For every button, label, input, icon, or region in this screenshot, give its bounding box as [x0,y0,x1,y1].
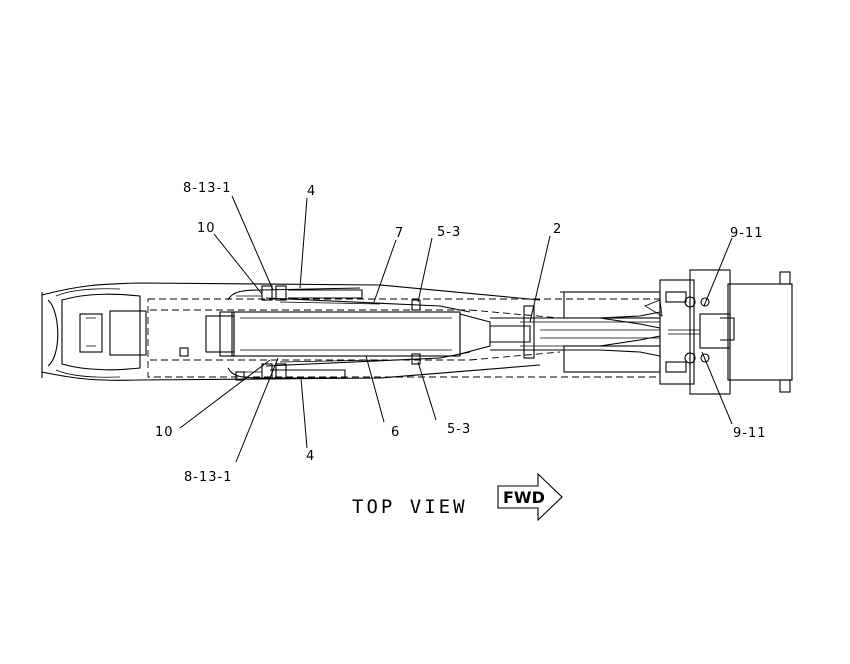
leader-lines [179,195,733,463]
boom-cylinder [205,311,531,357]
callout-6: 6 [391,425,400,440]
callout-7: 7 [395,226,404,241]
forward-arrow-icon: FWD [497,472,563,522]
callout-9-11-bottom: 9-11 [733,426,767,441]
callout-9-11-top: 9-11 [730,226,764,241]
link-plates [270,289,363,379]
callout-labels: 8-13-1 4 10 7 5-3 2 9-11 10 6 5-3 4 8-13… [155,181,767,485]
callout-8-13-1-top: 8-13-1 [183,181,231,196]
callout-5-3-bottom: 5-3 [447,422,471,437]
callout-5-3-top: 5-3 [437,225,461,240]
view-caption: TOP VIEW [352,496,468,518]
clamps [179,285,535,381]
forward-label: FWD [503,488,545,507]
callout-8-13-1-bottom: 8-13-1 [184,470,232,485]
callout-10-top: 10 [197,221,216,236]
callout-4-top: 4 [307,184,316,199]
boom-outline [41,282,541,381]
stick-assembly [563,269,793,395]
callout-2: 2 [553,222,562,237]
callout-10-bottom: 10 [155,425,174,440]
hydraulic-lines [227,287,661,379]
callout-4-bottom: 4 [306,449,315,464]
